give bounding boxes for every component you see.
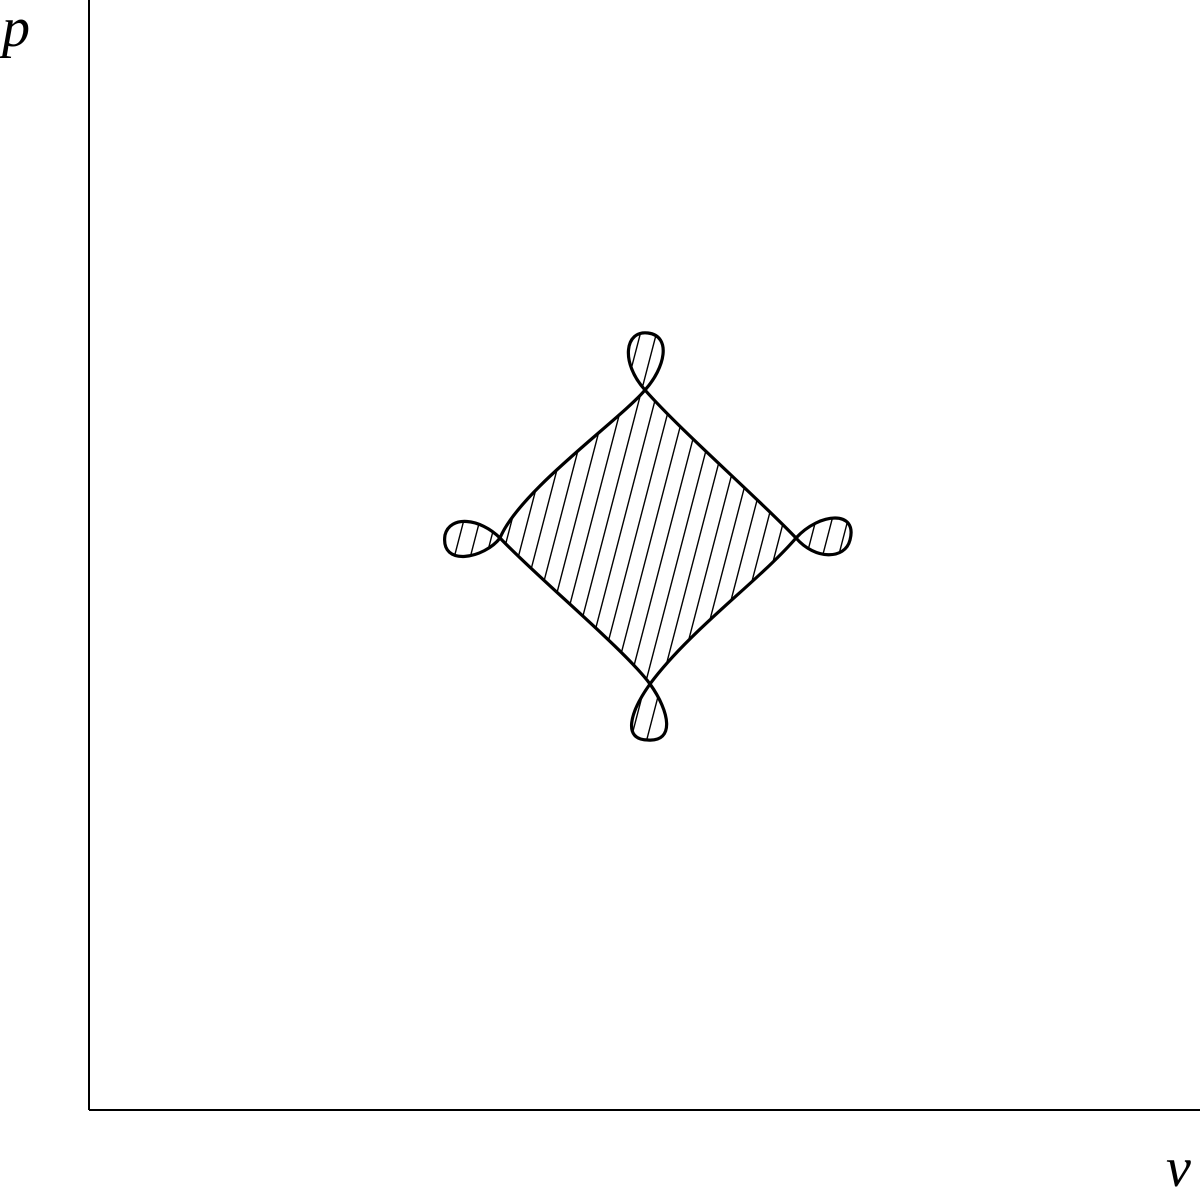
hatch-line xyxy=(444,332,533,741)
hatch-line xyxy=(276,320,388,750)
hatch-line xyxy=(515,332,629,741)
hatch-line xyxy=(260,320,372,750)
hatch-line xyxy=(707,332,821,741)
hatch-line xyxy=(308,320,420,750)
hatch-line xyxy=(643,332,757,741)
hatch-line xyxy=(444,332,453,741)
hatch-line xyxy=(324,320,436,750)
x-axis-label: v xyxy=(1166,1137,1191,1190)
hatch-line xyxy=(563,332,677,741)
hatch-line xyxy=(803,332,852,741)
hatch-line xyxy=(868,320,980,750)
hatch-line xyxy=(852,320,964,750)
hatch-line xyxy=(787,332,852,741)
cycle-hatching xyxy=(244,320,1044,750)
hatch-line xyxy=(835,332,852,741)
cycle-curve xyxy=(443,331,853,742)
hatch-line xyxy=(739,332,852,741)
hatch-line xyxy=(444,332,469,741)
hatch-line xyxy=(499,332,613,741)
hatch-line xyxy=(900,320,1012,750)
hatch-line xyxy=(916,320,1028,750)
hatch-line xyxy=(292,320,404,750)
hatch-line xyxy=(451,332,565,741)
hatch-line xyxy=(771,332,852,741)
hatch-line xyxy=(884,320,996,750)
y-axis-label: p xyxy=(0,0,30,59)
hatch-line xyxy=(579,332,693,741)
hatch-line xyxy=(691,332,805,741)
hatch-line xyxy=(932,320,1044,750)
hatch-line xyxy=(444,332,549,741)
hatch-line xyxy=(819,332,852,741)
hatch-line xyxy=(467,332,581,741)
hatch-line xyxy=(723,332,837,741)
hatch-line xyxy=(531,332,645,741)
hatch-line xyxy=(611,332,725,741)
hatch-line xyxy=(444,332,485,741)
hatch-line xyxy=(659,332,773,741)
hatch-line xyxy=(675,332,789,741)
hatch-line xyxy=(627,332,741,741)
hatch-line xyxy=(244,320,356,750)
hatch-line xyxy=(547,332,661,741)
